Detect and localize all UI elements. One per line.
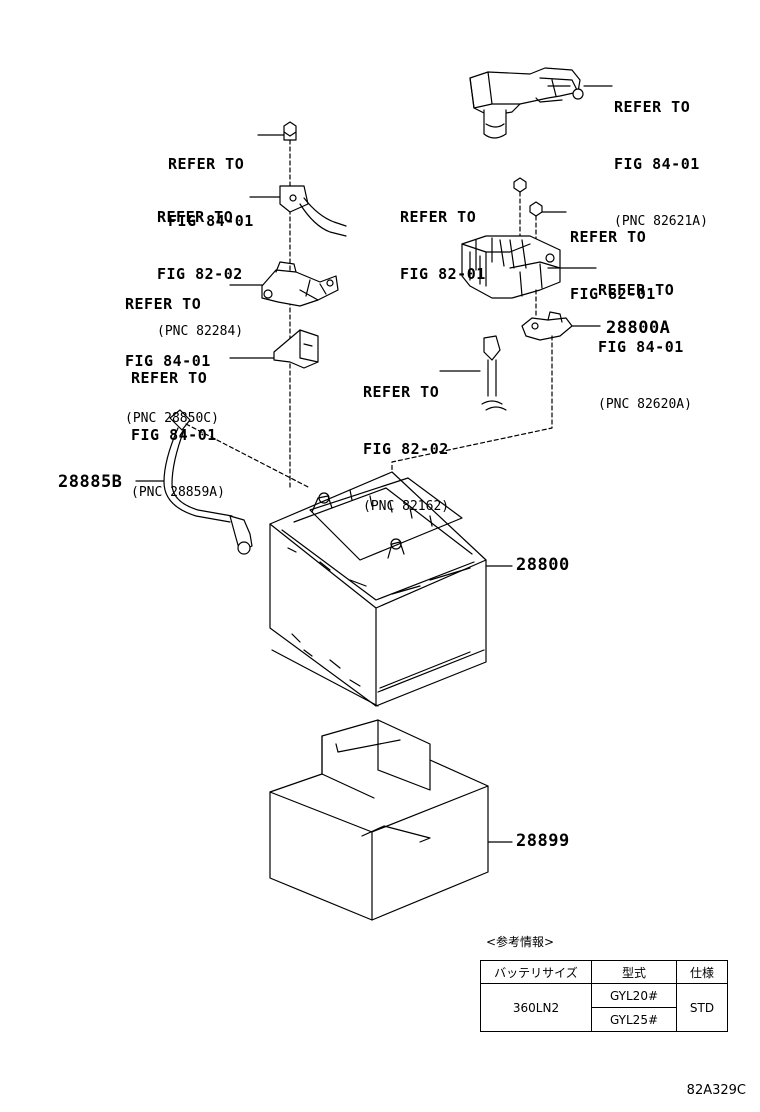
terminal-assembly-drawing <box>229 261 339 307</box>
reference-table-title: <参考情報> <box>486 935 555 949</box>
callout-line: REFER TO <box>125 295 202 313</box>
callout-line: FIG 84-01 <box>598 338 684 356</box>
cell-spec: STD <box>676 983 728 1032</box>
nut-left-drawing <box>257 121 297 141</box>
battery-tray-drawing <box>269 719 513 921</box>
callout-line: FIG 82-01 <box>570 285 656 303</box>
header-model: 型式 <box>591 960 677 984</box>
battery-drawing <box>269 471 513 707</box>
callout-pnc: (PNC 28859A) <box>131 485 225 500</box>
callout-pnc: (PNC 28850C) <box>125 411 219 426</box>
header-battery-size: バッテリサイズ <box>480 960 592 984</box>
part-number-28800a: 28800A <box>606 318 671 338</box>
cell-battery-size: 360LN2 <box>480 983 592 1032</box>
callout-pnc-28850c: REFER TO FIG 84-01 (PNC 28850C) <box>125 257 219 447</box>
part-number-28885b: 28885B <box>58 472 123 492</box>
fusible-link-connector-drawing <box>469 67 613 139</box>
callout-pnc-82621a: REFER TO FIG 84-01 (PNC 82621A) <box>614 60 708 250</box>
callout-line: REFER TO <box>363 383 440 401</box>
callout-line: REFER TO <box>570 228 647 246</box>
callout-nut-fig-82-01-b: REFER TO FIG 82-01 <box>570 190 656 323</box>
diagram-code: 82A329C <box>686 1083 746 1098</box>
callout-pnc-28859a: REFER TO FIG 84-01 (PNC 28859A) <box>131 331 225 521</box>
callout-line: REFER TO <box>598 281 675 299</box>
callout-pnc: (PNC 82284) <box>157 324 244 339</box>
ground-cable-drawing <box>439 335 507 411</box>
callout-pnc: (PNC 82621A) <box>614 214 708 229</box>
battery-sensor-cable-drawing <box>135 409 311 555</box>
bracket-drawing <box>229 329 319 369</box>
callout-line: REFER TO <box>400 208 477 226</box>
part-number-28899: 28899 <box>516 831 570 851</box>
junction-block-drawing <box>461 235 597 319</box>
callout-line: REFER TO <box>131 369 208 387</box>
callout-pnc-82284: REFER TO FIG 82-02 (PNC 82284) <box>157 170 243 360</box>
part-number-28800: 28800 <box>516 555 570 575</box>
callout-line: FIG 84-01 <box>125 352 211 370</box>
callout-pnc: (PNC 82162) <box>363 499 450 514</box>
callout-line: FIG 82-02 <box>157 265 243 283</box>
nut-center-drawing <box>513 177 527 241</box>
callout-line: REFER TO <box>614 98 691 116</box>
nut-right-drawing <box>529 201 567 243</box>
callout-line: FIG 84-01 <box>131 426 217 444</box>
callout-pnc-82162: REFER TO FIG 82-02 (PNC 82162) <box>363 345 449 535</box>
header-spec: 仕様 <box>676 960 728 984</box>
callout-nut-fig-82-01-a: REFER TO FIG 82-01 <box>400 170 486 303</box>
reference-table: バッテリサイズ 型式 仕様 360LN2 GYL20# STD GYL25# <box>480 960 728 1032</box>
callout-line: FIG 84-01 <box>614 155 700 173</box>
callout-pnc-82620a: REFER TO FIG 84-01 (PNC 82620A) <box>598 243 692 433</box>
callout-line: REFER TO <box>157 208 234 226</box>
callout-line: FIG 82-02 <box>363 440 449 458</box>
callout-line: REFER TO <box>168 155 245 173</box>
callout-pnc: (PNC 82620A) <box>598 397 692 412</box>
cable-clamp-drawing <box>249 185 347 237</box>
callout-nut-fig-84-01: REFER TO FIG 84-01 <box>168 117 254 250</box>
cell-model: GYL20# <box>591 983 677 1008</box>
callout-line: FIG 84-01 <box>168 212 254 230</box>
cell-model: GYL25# <box>591 1007 677 1032</box>
callout-line: FIG 82-01 <box>400 265 486 283</box>
